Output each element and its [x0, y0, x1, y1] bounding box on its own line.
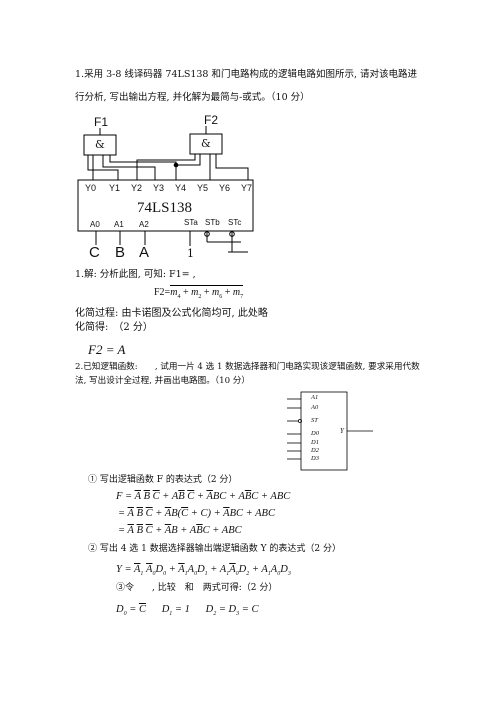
f2-plus2: + — [203, 287, 210, 298]
f2-m4: m — [170, 287, 178, 298]
f2-plus1: + — [182, 287, 189, 298]
a1-result: F2 = A — [88, 342, 126, 357]
output-y1: Y1 — [109, 183, 121, 193]
a2-y-expr: Y = A1 A0D0 + A1A0D1 + A1A0D2 + A1A0D3 — [116, 564, 291, 578]
a2-f-expr-line2: = A B C + AB(C + C) + ABC + ABC — [118, 508, 275, 519]
f2-sub4: 4 — [177, 294, 181, 300]
f2-m7: m — [232, 287, 241, 298]
output-y2: Y2 — [131, 183, 143, 193]
a2-step2: ② 写出 4 选 1 数据选择器输出端逻辑函数 Y 的表达式（2 分） — [88, 544, 342, 554]
gate1-symbol: & — [95, 138, 105, 151]
a2-f-expr-line3: = A B C + AB + ABC + ABC — [118, 525, 242, 536]
mux-in-d1: D1 — [311, 439, 319, 446]
output-y3: Y3 — [153, 183, 165, 193]
output-y7: Y7 — [241, 183, 253, 193]
gate1-label: F1 — [94, 115, 109, 129]
a1-result-label: 化简得: （2 分） — [75, 322, 153, 333]
a1-line1: 1.解: 分析此图, 可知: F1= , — [75, 269, 196, 280]
mux-out-y: Y — [340, 427, 344, 435]
q2-line1: 2.已知逻辑函数: , 试用一片 4 选 1 数据选择器和门电路实现该逻辑函数,… — [75, 362, 420, 372]
q2-line2: 法, 写出设计全过程, 并画出电路图。（10 分） — [75, 376, 250, 386]
f2-sub7: 7 — [240, 294, 244, 300]
f2-m6: m — [211, 287, 220, 298]
input-c: C — [89, 244, 100, 261]
input-a: A — [139, 244, 150, 261]
mux-in-d0: D0 — [311, 430, 319, 437]
mux-in-a1: A1 — [311, 394, 319, 401]
mux-in-a0: A0 — [311, 404, 319, 411]
a2-f-expr-line1: F = A B C + AB C + ABC + ABC + ABC — [116, 491, 291, 502]
output-y0: Y0 — [85, 183, 97, 193]
chip-74ls138 — [77, 179, 254, 232]
a1-f2-expression: F2=m4 + m2 + m6 + m7 — [154, 285, 244, 300]
mux-in-d3: D3 — [311, 455, 319, 462]
f2-sub6: 6 — [219, 294, 223, 300]
q1-line2: 行分析, 写出输出方程, 并化解为最简与-或式。（10 分） — [75, 92, 310, 103]
pin-a0: A0 — [90, 220, 100, 229]
q1-line1: 1.采用 3-8 线译码器 74LS138 和门电路构成的逻辑电路如图所示, 请… — [75, 69, 418, 80]
f2-plus3: + — [224, 287, 231, 298]
gate2-label: F2 — [204, 113, 219, 127]
pin-stc: STc — [228, 218, 242, 227]
a2-step3: ③令 , 比较 和 两式可得:（2 分） — [116, 583, 278, 593]
pin-a2: A2 — [139, 220, 149, 229]
gate2-symbol: & — [201, 137, 211, 150]
output-y5: Y5 — [197, 183, 209, 193]
f2-prefix: F2= — [154, 287, 171, 298]
pin-sta: STa — [184, 218, 198, 227]
mux-in-st: ST — [311, 417, 318, 424]
a2-step1: ① 写出逻辑函数 F 的表达式（2 分） — [88, 475, 238, 485]
a1-process: 化简过程: 由卡诺图及公式化简均可, 此处略 — [75, 308, 268, 319]
pin-a1: A1 — [114, 220, 124, 229]
mux-in-d2: D2 — [311, 447, 319, 454]
chip-name: 74LS138 — [137, 200, 193, 216]
a2-d-values: D0 = C D1 = 1 D2 = D3 = C — [116, 604, 259, 618]
output-y6: Y6 — [219, 183, 231, 193]
output-y4: Y4 — [175, 183, 187, 193]
pin-stb: STb — [205, 218, 220, 227]
f2-sub2: 2 — [198, 294, 202, 300]
enable-value: 1 — [187, 247, 194, 260]
input-b: B — [115, 244, 126, 261]
f2-m2: m — [191, 287, 199, 298]
